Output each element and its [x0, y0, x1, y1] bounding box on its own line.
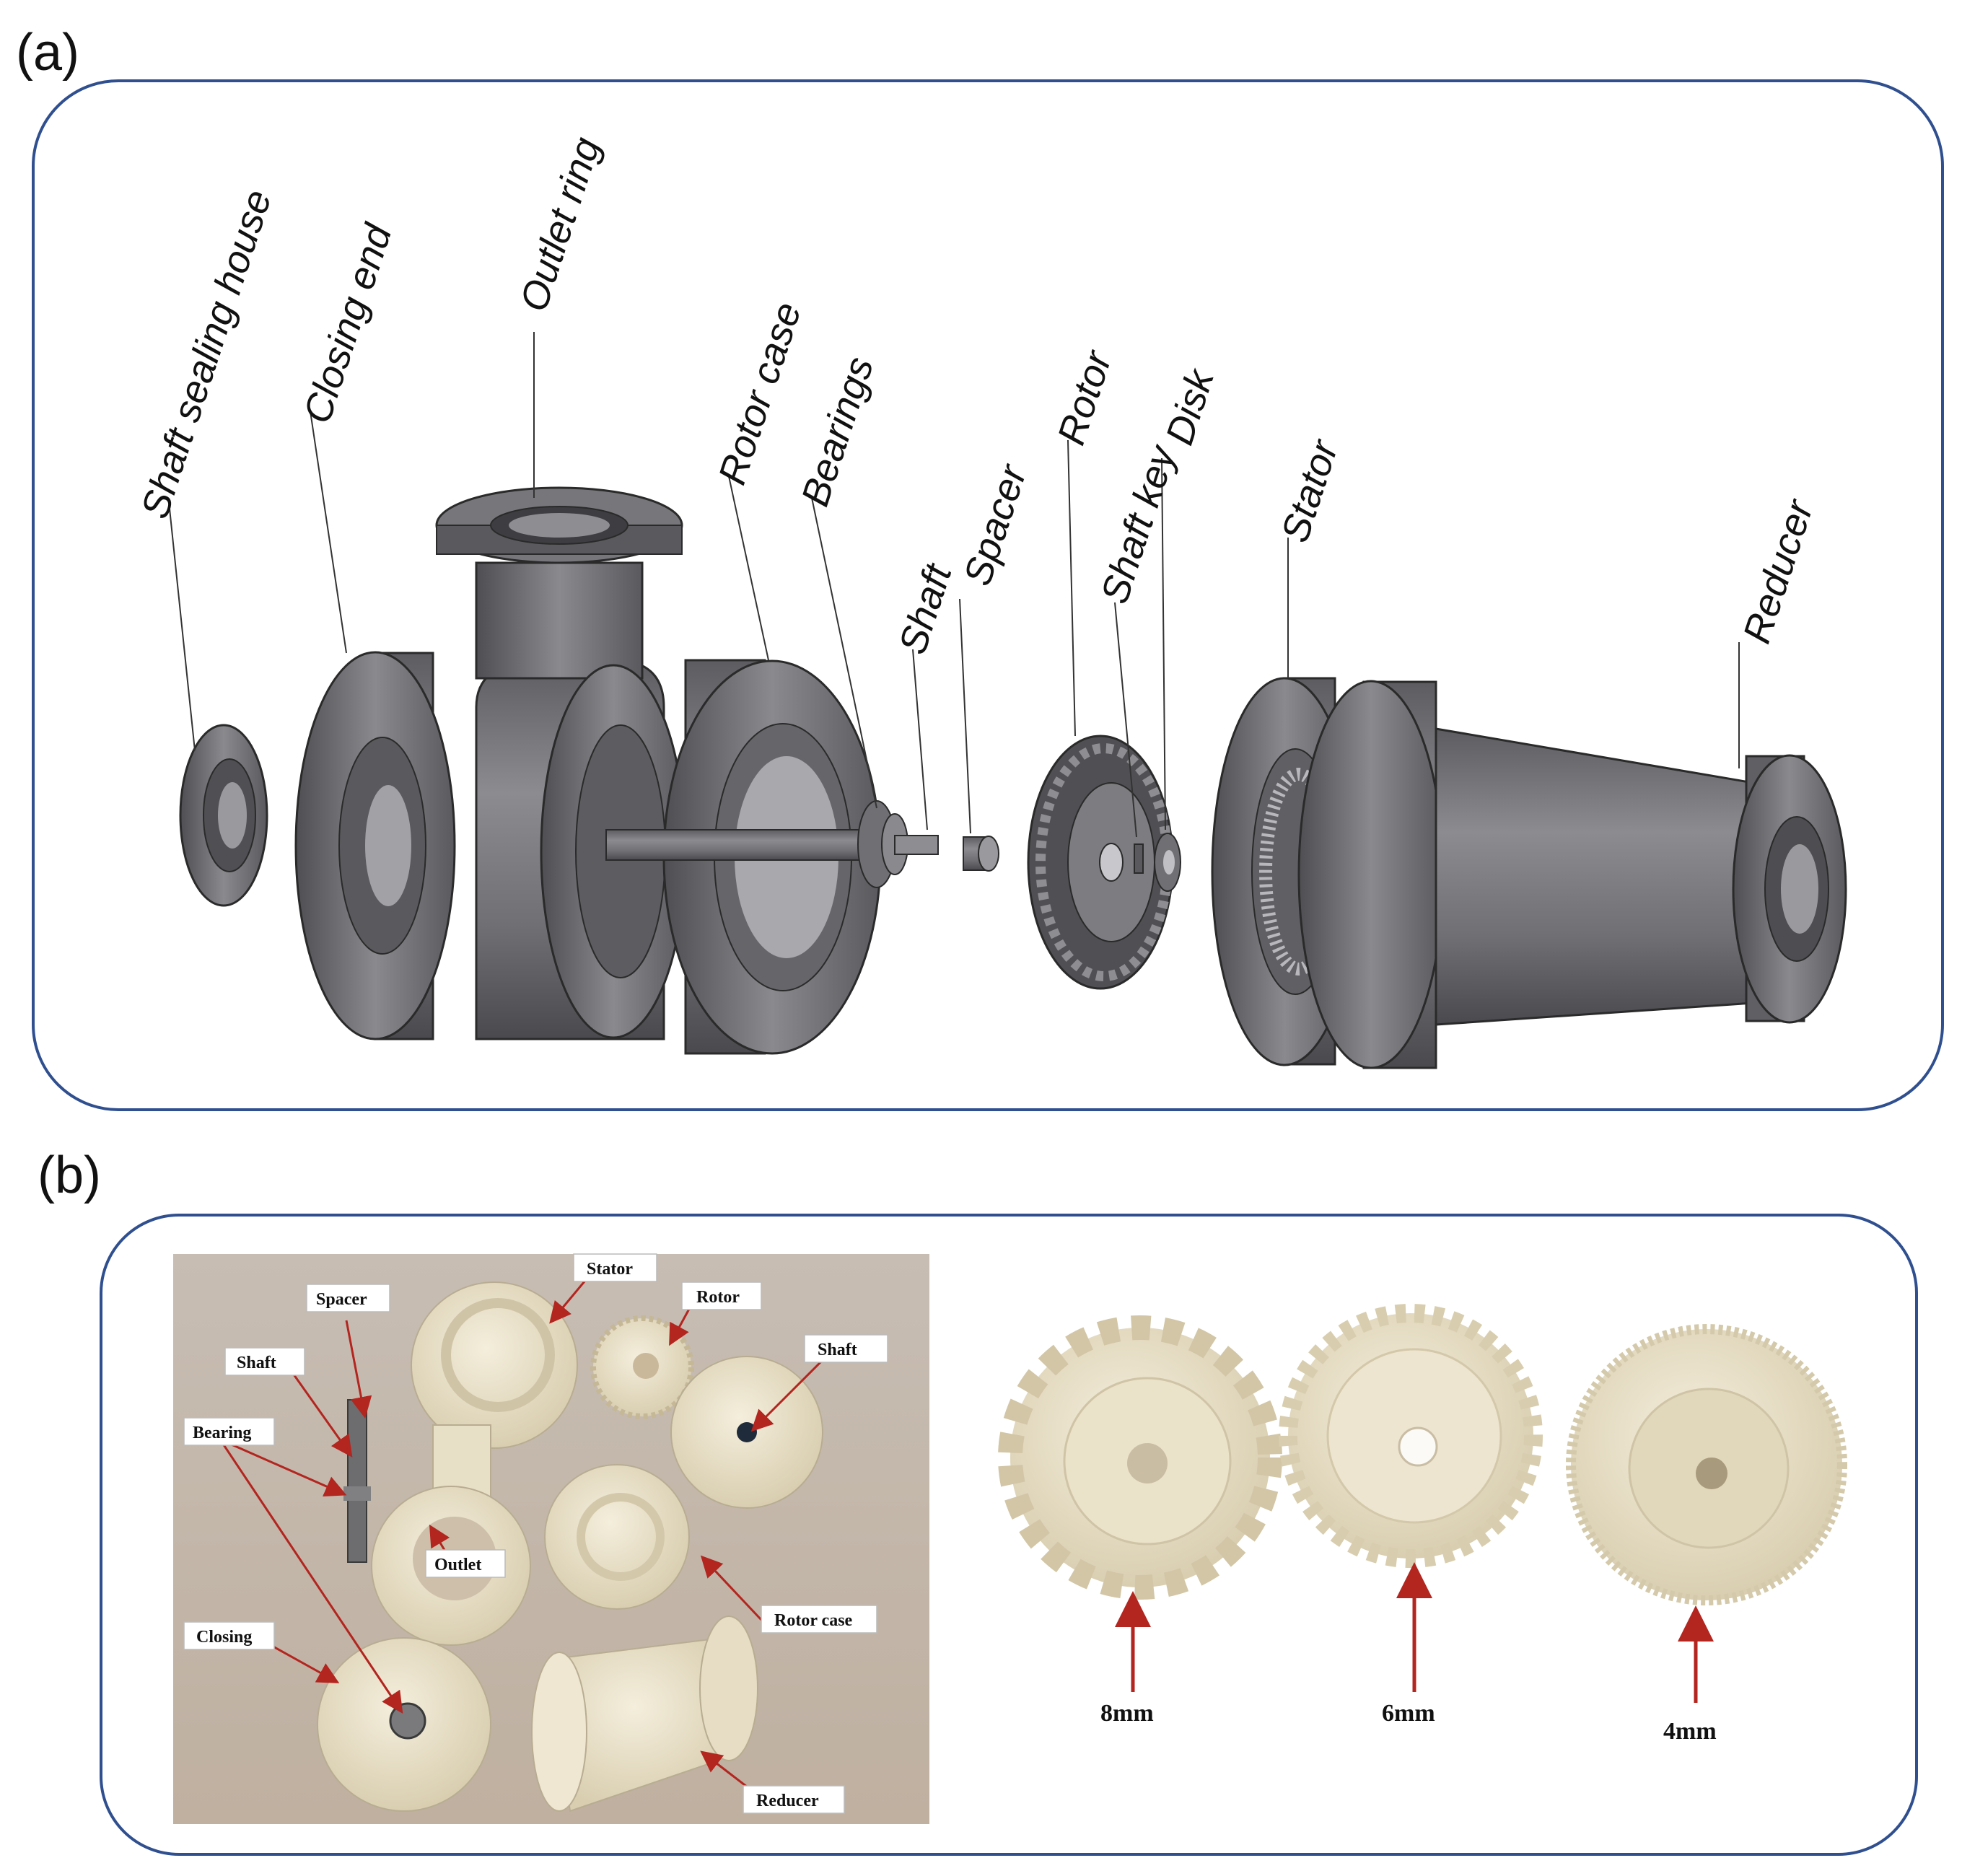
label-shaft-key: Shaft key: [1092, 439, 1185, 608]
size-arrows: [1115, 1562, 1714, 1703]
shaft-part: [605, 800, 939, 888]
panel-b-letter: (b): [38, 1147, 101, 1204]
label-closing-end: Closing end: [295, 218, 400, 429]
label-disk: Disk: [1157, 362, 1222, 450]
photo-label-outlet: Outlet: [434, 1556, 481, 1574]
rotor-4mm: [1566, 1324, 1847, 1605]
photo-label-closing: Closing: [196, 1628, 252, 1647]
rotor-8mm: [998, 1315, 1282, 1600]
disk-part: [1154, 833, 1181, 892]
size-label-8mm: 8mm: [1100, 1700, 1154, 1727]
label-rotor: Rotor: [1049, 345, 1120, 450]
rotor-6mm: [1279, 1304, 1543, 1568]
label-spacer: Spacer: [955, 459, 1035, 591]
cad-leader-lines: [169, 332, 1740, 838]
label-stator: Stator: [1273, 434, 1346, 547]
closing-end-part: [294, 651, 456, 1040]
photo-label-reducer: Reducer: [756, 1792, 819, 1810]
label-rotor-case: Rotor case: [710, 297, 810, 490]
rotor-part: [1027, 735, 1174, 990]
size-label-4mm: 4mm: [1663, 1718, 1717, 1745]
photo-label-shaft-left: Shaft: [237, 1354, 276, 1372]
photo-label-stator: Stator: [587, 1260, 633, 1279]
label-outlet-ring: Outlet ring: [512, 132, 608, 316]
label-bearings: Bearings: [793, 351, 882, 511]
rotor-size-comparison: 8mm 6mm 4mm: [998, 1304, 1847, 1745]
photo-arrows: [219, 1276, 831, 1791]
cad-labels: Shaft sealing house Closing end Outlet r…: [133, 132, 1822, 659]
spacer-part: [963, 836, 999, 872]
photo-label-shaft-right: Shaft: [818, 1341, 857, 1359]
reducer-part: [1297, 680, 1847, 1069]
photo-label-rotor: Rotor: [696, 1288, 740, 1307]
shaft-sealing-house-part: [179, 724, 268, 907]
photo-shaft: [347, 1399, 367, 1563]
cad-assembly: [179, 486, 1847, 1069]
photo-labels: Spacer Stator Rotor Shaft Shaft Bearing …: [183, 1253, 888, 1814]
label-shaft: Shaft: [890, 558, 960, 659]
shaft-key-part: [1134, 843, 1144, 874]
label-reducer: Reducer: [1735, 494, 1822, 649]
photo-label-rotor-case: Rotor case: [774, 1611, 853, 1630]
size-label-6mm: 6mm: [1382, 1700, 1435, 1727]
label-shaft-sealing-house: Shaft sealing house: [133, 185, 280, 524]
photo-rotor-case: [544, 1464, 690, 1610]
photo-label-spacer: Spacer: [316, 1290, 367, 1309]
photo-label-bearing: Bearing: [193, 1424, 251, 1442]
panel-a-letter: (a): [16, 24, 79, 82]
